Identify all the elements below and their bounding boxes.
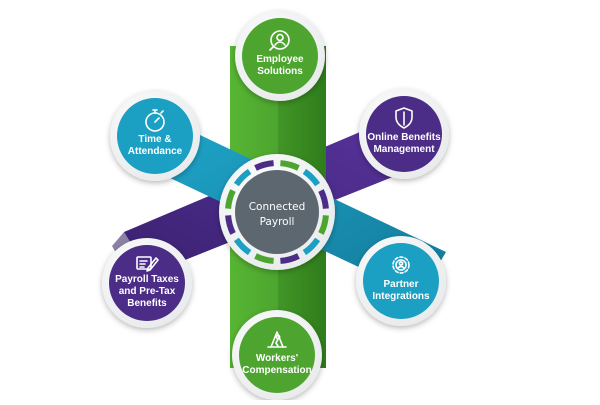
- ring-segment: [280, 160, 300, 171]
- ring-segment: [225, 189, 236, 209]
- node-fill: [363, 243, 439, 319]
- node-label-line1: Workers': [256, 353, 298, 364]
- node-label-line2: Compensation: [242, 365, 311, 376]
- node-label-line2: and Pre-Tax: [119, 286, 176, 297]
- node-label-line2: Management: [373, 144, 435, 155]
- ring-segment: [280, 253, 300, 264]
- ring-segment: [302, 237, 321, 256]
- node-fill: [117, 98, 193, 174]
- node-label-line1: Partner: [383, 279, 418, 290]
- node-label-line2: Attendance: [128, 146, 183, 157]
- center-ring: [225, 160, 329, 264]
- ring-segment: [318, 215, 329, 235]
- center-fill: [235, 170, 319, 254]
- node-label-line1: Time &: [138, 134, 171, 145]
- ring-segment: [225, 215, 236, 235]
- node-label-line1: Payroll Taxes: [115, 274, 179, 285]
- node-label-line3: Benefits: [127, 298, 167, 309]
- node-fill: [366, 96, 442, 172]
- ring-segment: [233, 168, 252, 187]
- ring-segment: [254, 160, 274, 171]
- node-workers-compensation: Workers'Compensation: [232, 310, 322, 400]
- ring-segment: [302, 168, 321, 187]
- node-label-line2: Solutions: [257, 66, 303, 77]
- center-hub: Connected Payroll: [219, 154, 335, 270]
- caution-icon: [267, 331, 287, 348]
- ring-segment: [318, 189, 329, 209]
- node-label-line1: Online Benefits: [367, 132, 441, 143]
- node-time-attendance: Time &Attendance: [110, 91, 200, 181]
- node-fill: [242, 18, 318, 94]
- node-label-line1: Employee: [256, 54, 304, 65]
- ring-segment: [254, 253, 274, 264]
- shield-icon: [395, 107, 413, 129]
- node-fill: [239, 317, 315, 393]
- node-fill: [109, 245, 185, 321]
- center-label-line1: Connected: [249, 201, 306, 213]
- document-pen-icon: [136, 256, 159, 272]
- stopwatch-icon: [145, 109, 165, 132]
- node-label-line2: Integrations: [372, 291, 430, 302]
- ring-segment: [233, 237, 252, 256]
- gear-people-icon: [392, 256, 410, 274]
- person-search-icon: [269, 30, 290, 51]
- center-label-line2: Payroll: [260, 216, 295, 228]
